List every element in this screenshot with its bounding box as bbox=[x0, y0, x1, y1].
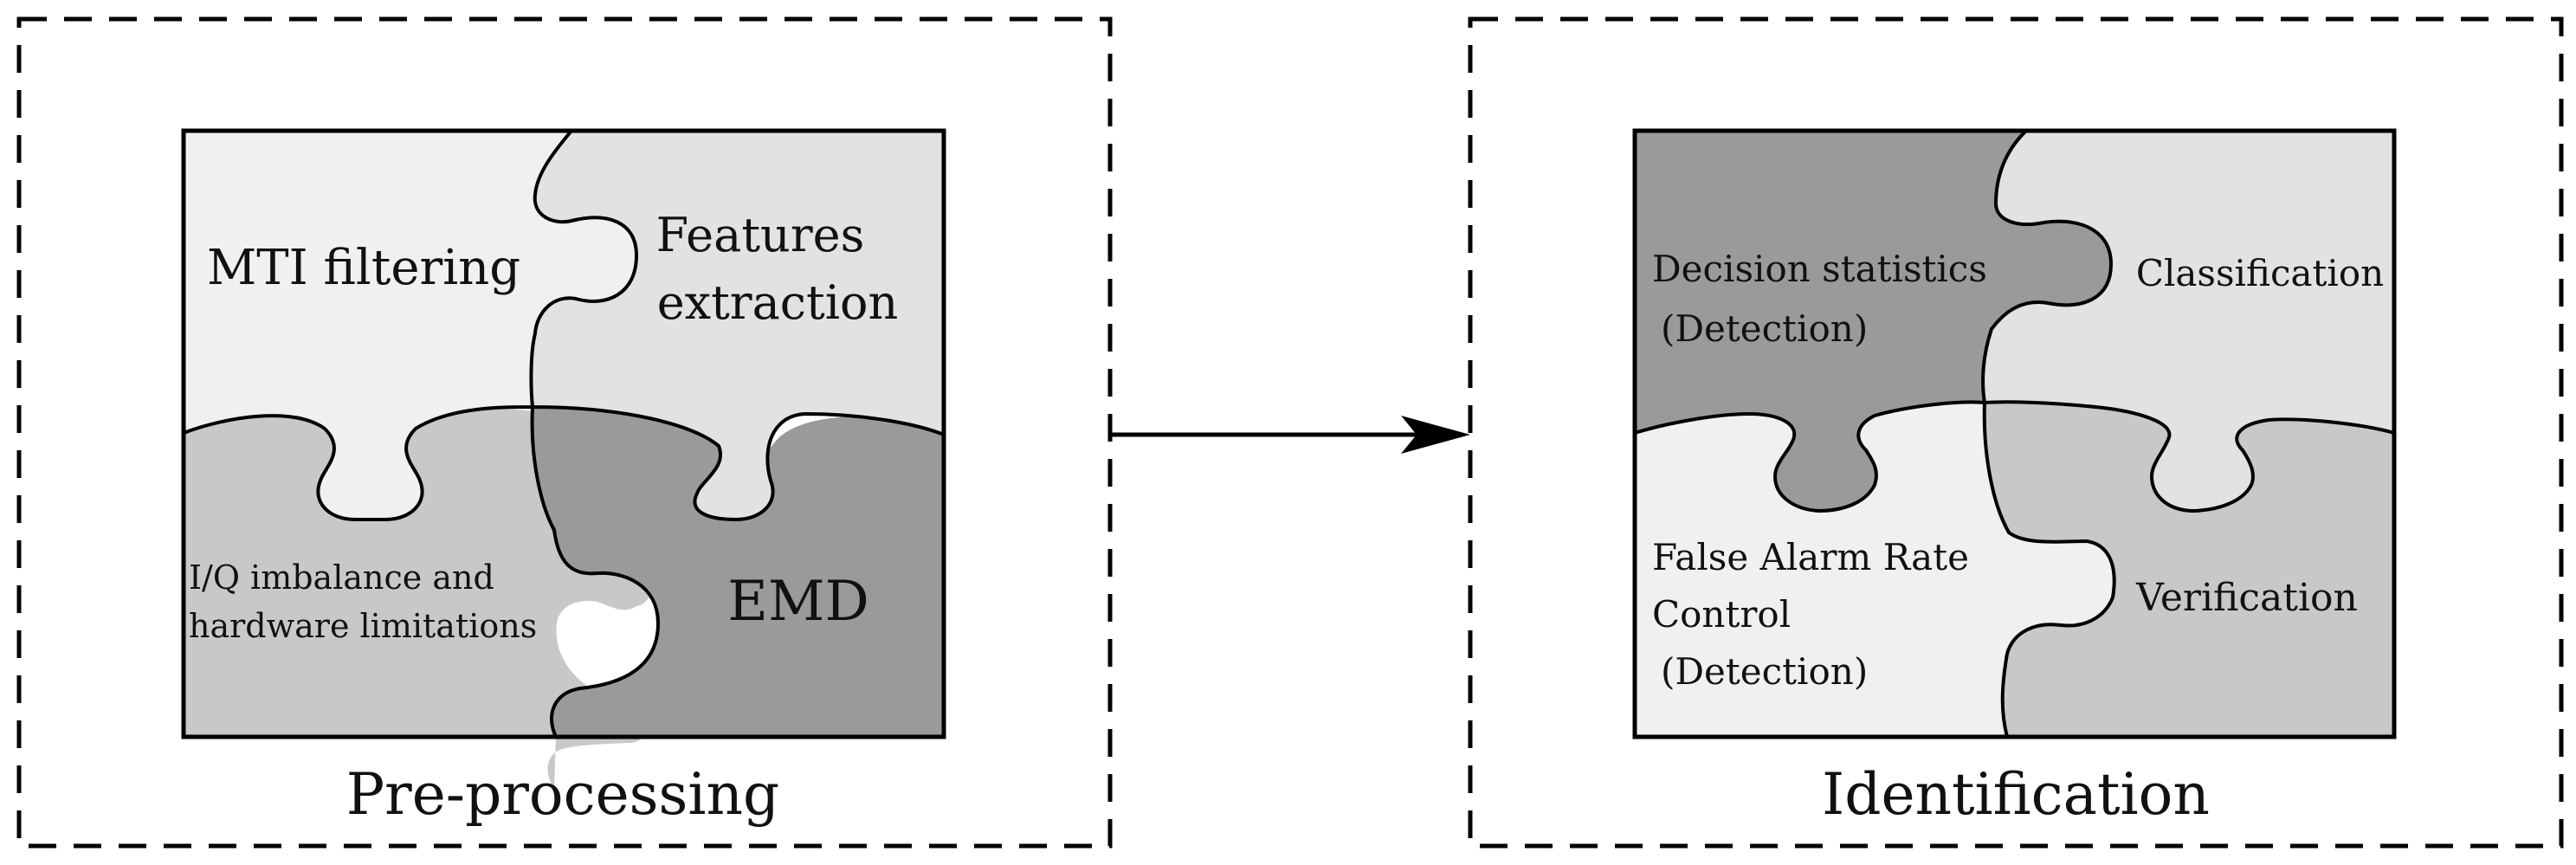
iq-label-line1: I/Q imbalance and bbox=[189, 558, 494, 597]
identification-puzzle-frame bbox=[1632, 128, 2397, 739]
emd-label: EMD bbox=[727, 570, 869, 634]
far-label-line3: (Detection) bbox=[1661, 650, 1868, 693]
preprocessing-puzzle bbox=[181, 128, 946, 790]
preprocessing-puzzle-seams bbox=[183, 129, 945, 738]
decision-label-line2: (Detection) bbox=[1661, 307, 1868, 350]
identification-group-box bbox=[1468, 16, 2564, 849]
features-label-line1: Features bbox=[656, 208, 865, 262]
mti-filtering-label: MTI filtering bbox=[207, 240, 520, 296]
identification-puzzle bbox=[1632, 128, 2397, 739]
puzzle-piece-emd bbox=[532, 405, 944, 737]
classification-label: Classification bbox=[2136, 252, 2384, 294]
far-label-line1: False Alarm Rate bbox=[1652, 536, 1969, 578]
puzzle-piece-decision-statistics bbox=[1635, 131, 2111, 511]
preprocessing-title: Pre-processing bbox=[346, 761, 779, 828]
puzzle-piece-false-alarm-rate bbox=[1635, 402, 2114, 737]
identification-puzzle-seams bbox=[1634, 129, 2395, 738]
features-label-line2: extraction bbox=[657, 275, 899, 330]
puzzle-piece-mti-filtering bbox=[184, 131, 636, 520]
flow-arrow bbox=[1110, 416, 1470, 454]
verification-label: Verification bbox=[2135, 576, 2358, 620]
far-label-line2: Control bbox=[1652, 593, 1791, 636]
identification-title: Identification bbox=[1822, 761, 2210, 828]
puzzle-piece-features-extraction bbox=[531, 131, 944, 520]
puzzle-piece-verification bbox=[1984, 402, 2394, 737]
decision-label-line1: Decision statistics bbox=[1652, 248, 1987, 290]
iq-label-line2: hardware limitations bbox=[189, 607, 537, 645]
